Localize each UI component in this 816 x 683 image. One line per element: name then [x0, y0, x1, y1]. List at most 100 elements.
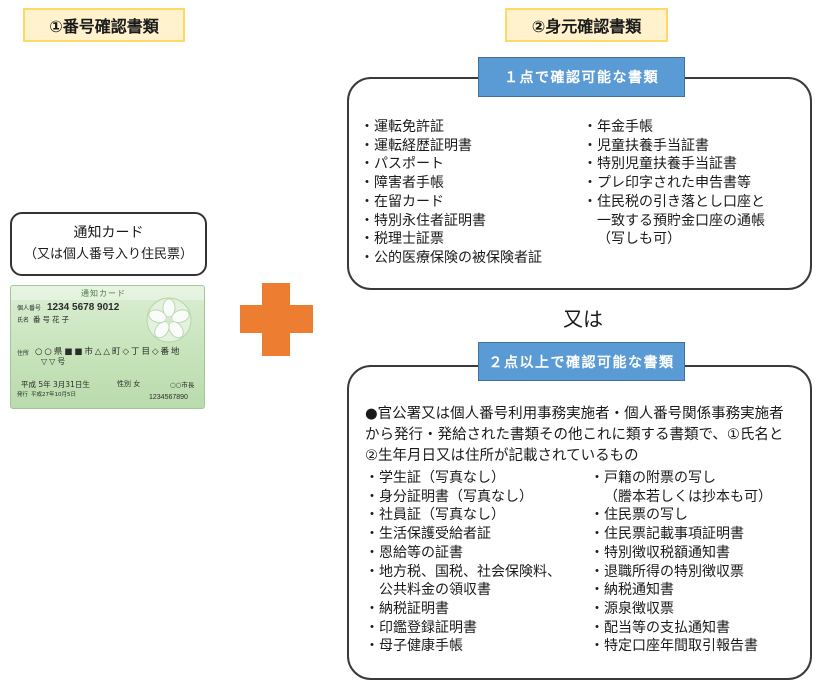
multi-doc-box — [347, 365, 812, 680]
multi-doc-intro-line: から発行・発給された書類その他これに類する書類で、①氏名と — [365, 427, 784, 443]
list-item-text: ・生活保護受給者証 — [365, 526, 491, 543]
list-item: ・印鑑登録証明書 — [365, 619, 561, 638]
notification-card-image: 通知カード 個人番号 1234 5678 9012 氏名 番号花子 住所 ○○県… — [10, 285, 205, 409]
list-item-text: ・母子健康手帳 — [365, 638, 463, 655]
list-item: ・プレ印字された申告書等 — [583, 174, 765, 193]
card-header: 通知カード — [81, 289, 126, 298]
list-item-text: ・戸籍の附票の写し — [590, 470, 716, 486]
card-number: 1234 5678 9012 — [47, 302, 120, 313]
list-item-text: ・障害者手帳 — [360, 175, 444, 192]
list-item-continuation: （写しも可） — [597, 231, 681, 248]
list-item-text: ・住民税の引き落とし口座と — [583, 193, 765, 210]
list-item: ・配当等の支払通知書 — [590, 619, 772, 638]
list-item: ・税理士証票 — [360, 230, 542, 249]
notification-card-label: 通知カード （又は個人番号入り住民票） — [10, 212, 207, 276]
list-item-continuation: 一致する預貯金口座の通帳 — [597, 212, 765, 229]
list-item: ・源泉徴収票 — [590, 600, 772, 619]
list-item: ・児童扶養手当証書 — [583, 137, 765, 156]
list-item: ・障害者手帳 — [360, 174, 542, 193]
card-number-label: 個人番号 — [17, 305, 42, 312]
list-item-text: ・社員証（写真なし） — [365, 507, 505, 524]
card-issuer: ○○市長 — [170, 381, 195, 389]
list-item-text: ・税理士証票 — [360, 231, 444, 248]
list-item-text: ・印鑑登録証明書 — [365, 619, 477, 636]
list-item: ・パスポート — [360, 155, 542, 174]
list-item-continuation: （謄本若しくは抄本も可） — [604, 488, 772, 505]
list-item: ・納税証明書 — [365, 600, 561, 619]
notification-card-title: 通知カード — [73, 225, 144, 241]
list-item-text: ・プレ印字された申告書等 — [583, 175, 751, 192]
list-item: ・特別永住者証明書 — [360, 212, 542, 231]
multi-doc-list-right: ・戸籍の附票の写し（謄本若しくは抄本も可）・住民票の写し・住民票記載事項証明書・… — [590, 469, 772, 656]
card-sex: 性別 女 — [117, 380, 141, 388]
list-item-text: ・特定口座年間取引報告書 — [590, 638, 758, 655]
list-item-text: ・恩給等の証書 — [365, 544, 463, 561]
list-item: ・住民票の写し — [590, 506, 772, 525]
list-item-text: ・配当等の支払通知書 — [590, 619, 730, 636]
single-doc-header: １点で確認可能な書類 — [478, 57, 685, 97]
list-item: ・年金手帳 — [583, 118, 765, 137]
list-item: ・地方税、国税、社会保険料、公共料金の領収書 — [365, 563, 561, 600]
list-item-text: ・納税通知書 — [590, 582, 674, 599]
list-item-text: ・身分証明書（写真なし） — [365, 488, 533, 505]
list-item: ・特別徴収税額通知書 — [590, 544, 772, 563]
multi-doc-intro: ●官公署又は個人番号利用事務実施者・個人番号関係事務実施者 から発行・発給された… — [365, 404, 784, 467]
list-item: ・特別児童扶養手当証書 — [583, 155, 765, 174]
list-item: ・恩給等の証書 — [365, 544, 561, 563]
list-item-text: ・運転免許証 — [360, 119, 444, 135]
list-item: ・特定口座年間取引報告書 — [590, 637, 772, 656]
list-item-text: ・退職所得の特別徴収票 — [590, 563, 744, 580]
card-issue-label: 発行 — [17, 392, 29, 398]
list-item-continuation: 公共料金の領収書 — [379, 582, 491, 599]
list-item: ・退職所得の特別徴収票 — [590, 563, 772, 582]
list-item: ・運転経歴証明書 — [360, 137, 542, 156]
list-item-text: ・運転経歴証明書 — [360, 137, 472, 154]
list-item-text: ・公的医療保険の被保険者証 — [360, 249, 542, 266]
list-item: ・住民票記載事項証明書 — [590, 525, 772, 544]
list-item-text: ・特別徴収税額通知書 — [590, 544, 730, 561]
list-item-text: ・納税証明書 — [365, 600, 449, 617]
list-item: ・母子健康手帳 — [365, 637, 561, 656]
multi-doc-header: ２点以上で確認可能な書類 — [478, 342, 685, 381]
multi-doc-intro-line: ②生年月日又は住所が記載されているもの — [365, 448, 639, 464]
single-doc-list-right: ・年金手帳・児童扶養手当証書・特別児童扶養手当証書・プレ印字された申告書等・住民… — [583, 118, 765, 249]
number-check-label: ①番号確認書類 — [23, 8, 185, 42]
card-emblem-icon — [146, 297, 192, 343]
identity-check-label: ②身元確認書類 — [505, 8, 668, 42]
card-name: 番号花子 — [33, 315, 71, 324]
card-address-label: 住所 — [17, 350, 30, 357]
card-address-line2: ▽▽号 — [41, 357, 68, 366]
list-item: ・生活保護受給者証 — [365, 525, 561, 544]
card-address-line1: ○○県■■市△△町◇丁目◇番地 — [35, 347, 182, 357]
list-item-text: ・年金手帳 — [583, 119, 653, 135]
list-item-text: ・特別児童扶養手当証書 — [583, 156, 737, 173]
list-item: ・在留カード — [360, 193, 542, 212]
list-item: ・運転免許証 — [360, 118, 542, 137]
list-item-text: ・地方税、国税、社会保険料、 — [365, 563, 561, 580]
single-doc-list-left: ・運転免許証・運転経歴証明書・パスポート・障害者手帳・在留カード・特別永住者証明… — [360, 118, 542, 268]
list-item: ・戸籍の附票の写し （謄本若しくは抄本も可） — [590, 469, 772, 506]
card-serial: 1234567890 — [149, 394, 188, 401]
list-item-text: ・住民票記載事項証明書 — [590, 526, 744, 543]
list-item: ・納税通知書 — [590, 581, 772, 600]
list-item-text: ・パスポート — [360, 156, 444, 173]
multi-doc-list-left: ・学生証（写真なし） ・身分証明書（写真なし） ・社員証（写真なし） ・生活保護受給者… — [365, 469, 561, 656]
or-text: 又は — [563, 307, 603, 331]
list-item-text: ・特別永住者証明書 — [360, 212, 486, 229]
card-header-band — [11, 286, 204, 300]
list-item-text: ・在留カード — [360, 193, 444, 210]
list-item: ・公的医療保険の被保険者証 — [360, 249, 542, 268]
list-item: ・住民税の引き落とし口座と一致する預貯金口座の通帳 （写しも可） — [583, 193, 765, 249]
list-item-text: ・児童扶養手当証書 — [583, 137, 709, 154]
card-birth-date: 平成 5年 3月31日生 — [21, 380, 90, 389]
list-item: ・社員証（写真なし） — [365, 506, 561, 525]
list-item: ・学生証（写真なし） — [365, 469, 561, 488]
list-item-text: ・学生証（写真なし） — [365, 470, 505, 486]
plus-icon-vertical-bar — [262, 283, 290, 356]
card-name-label: 氏名 — [17, 317, 30, 324]
notification-card-subtitle: （又は個人番号入り住民票） — [23, 247, 193, 262]
card-issue-date: 平成27年10月5日 — [31, 392, 76, 398]
list-item: ・身分証明書（写真なし） — [365, 488, 561, 507]
multi-doc-intro-line: ●官公署又は個人番号利用事務実施者・個人番号関係事務実施者 — [365, 406, 784, 422]
list-item-text: ・源泉徴収票 — [590, 600, 674, 617]
